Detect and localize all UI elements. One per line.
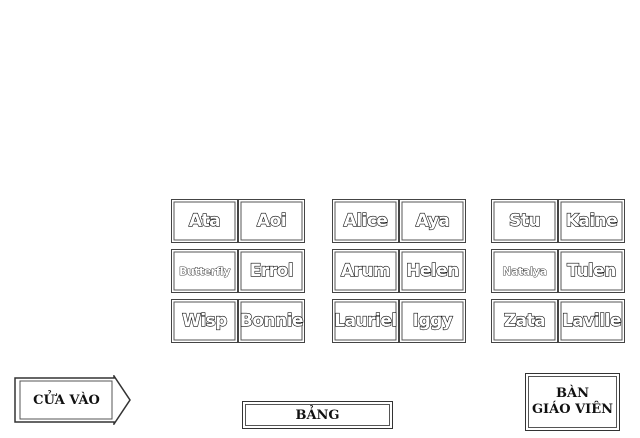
student-name: Helen bbox=[406, 260, 460, 281]
student-name: Butterfly bbox=[179, 264, 231, 278]
seat: Tulen bbox=[558, 249, 625, 293]
student-name: Iggy bbox=[412, 310, 453, 331]
teacher-desk: BÀN GIÁO VIÊN bbox=[525, 373, 620, 431]
student-name: Kaine bbox=[565, 210, 618, 231]
student-name: Errol bbox=[249, 260, 294, 281]
seat: Alice bbox=[332, 199, 399, 243]
student-name: Arum bbox=[340, 260, 391, 281]
student-name: Tulen bbox=[566, 260, 616, 281]
seat: Wisp bbox=[171, 299, 238, 343]
seat: Laville bbox=[558, 299, 625, 343]
entrance-label: CỬA VÀO bbox=[33, 392, 100, 408]
student-name: Zata bbox=[503, 310, 546, 331]
student-name: Aoi bbox=[256, 210, 287, 231]
seat: Arum bbox=[332, 249, 399, 293]
seat-group-2: Alice Aya Arum Helen Lauriel Iggy bbox=[332, 199, 466, 343]
student-name: Stu bbox=[508, 210, 541, 231]
student-name: Ata bbox=[188, 210, 221, 231]
seat: Stu bbox=[491, 199, 558, 243]
seat: Natalya bbox=[491, 249, 558, 293]
seat-group-1: Ata Aoi Butterfly Errol Wisp Bonnie bbox=[171, 199, 305, 343]
seat: Butterfly bbox=[171, 249, 238, 293]
seat: Aoi bbox=[238, 199, 305, 243]
teacher-desk-label-line2: GIÁO VIÊN bbox=[531, 402, 614, 417]
board: BẢNG bbox=[242, 401, 393, 429]
student-name: Lauriel bbox=[334, 310, 398, 331]
teacher-desk-label-line1: BÀN bbox=[556, 386, 589, 401]
student-name: Aya bbox=[415, 210, 450, 231]
seat: Kaine bbox=[558, 199, 625, 243]
student-name: Laville bbox=[561, 310, 622, 331]
seat-group-3: Stu Kaine Natalya Tulen Zata Laville bbox=[491, 199, 625, 343]
entrance-arrow: CỬA VÀO bbox=[14, 375, 132, 425]
seat: Aya bbox=[399, 199, 466, 243]
seat: Helen bbox=[399, 249, 466, 293]
student-name: Natalya bbox=[502, 264, 547, 278]
seat: Errol bbox=[238, 249, 305, 293]
seat: Iggy bbox=[399, 299, 466, 343]
seat: Zata bbox=[491, 299, 558, 343]
seat: Bonnie bbox=[238, 299, 305, 343]
seat: Ata bbox=[171, 199, 238, 243]
student-name: Bonnie bbox=[239, 310, 304, 331]
seat: Lauriel bbox=[332, 299, 399, 343]
student-name: Wisp bbox=[181, 310, 228, 331]
arrow-right-icon bbox=[14, 375, 131, 425]
student-name: Alice bbox=[343, 210, 389, 231]
